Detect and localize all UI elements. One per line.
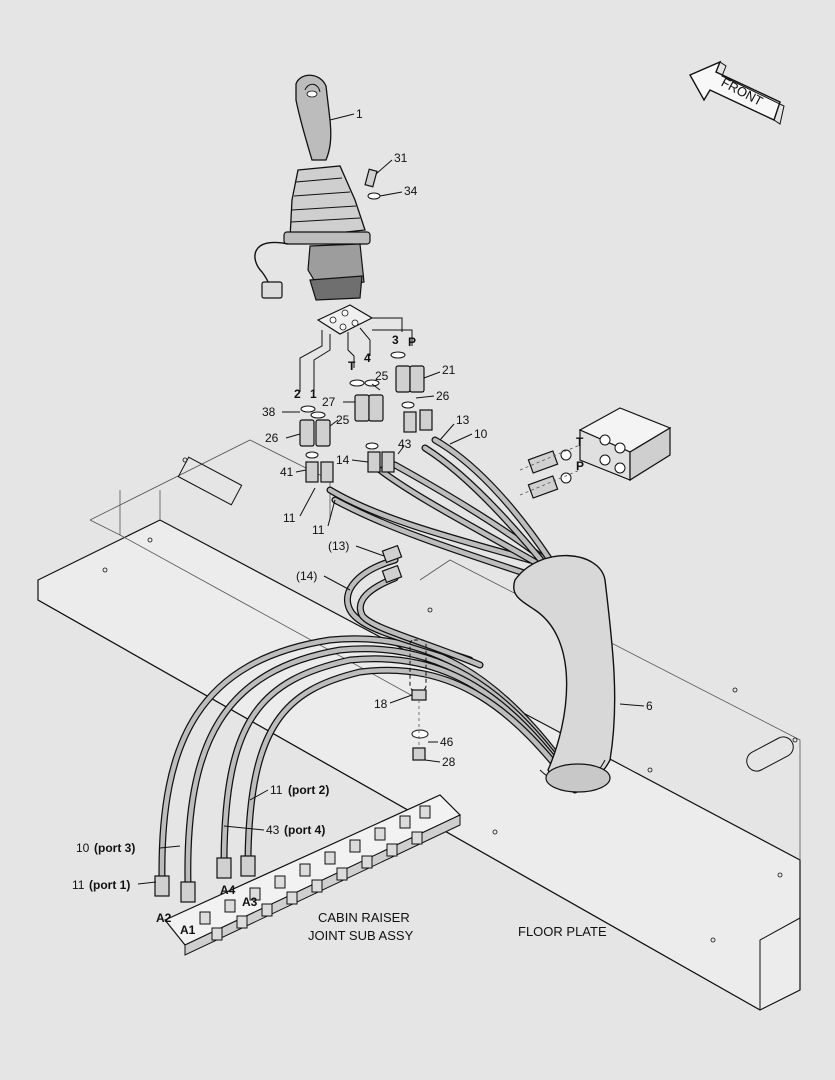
label-port-2: 2: [294, 387, 301, 401]
port-plate: [299, 304, 413, 392]
leader-lines: [137, 113, 645, 885]
label-28: 28: [442, 755, 456, 769]
label-26-right: 26: [436, 389, 450, 403]
hose-bundle-lower: [154, 635, 579, 903]
label-38: 38: [262, 405, 276, 419]
label-valve-P: P: [576, 459, 584, 473]
cabin-raiser-joint: [164, 794, 462, 956]
label-A2: A2: [156, 911, 172, 925]
label-43-port4: 43: [266, 823, 280, 837]
label-18: 18: [374, 697, 388, 711]
label-14: 14: [336, 453, 350, 467]
label-21: 21: [442, 363, 456, 377]
label-10: 10: [474, 427, 488, 441]
label-41: 41: [280, 465, 294, 479]
label-A4: A4: [220, 883, 236, 897]
label-11-port1: 11: [72, 878, 85, 892]
label-port-P: P: [408, 335, 416, 349]
label-25-lower: 25: [336, 413, 350, 427]
label-11-b: 11: [312, 523, 325, 537]
label-A3: A3: [242, 895, 258, 909]
label-13-ref: (13): [328, 539, 349, 553]
front-arrow: FRONT: [689, 60, 785, 125]
label-14-ref: (14): [296, 569, 317, 583]
label-11-a: 11: [283, 511, 296, 525]
control-valve-block: [519, 407, 672, 499]
valve-fittings: [299, 351, 433, 483]
protective-sleeve: [513, 554, 616, 793]
label-26-left: 26: [265, 431, 279, 445]
label-27: 27: [322, 395, 336, 409]
label-port4-text: (port 4): [284, 823, 325, 837]
label-13: 13: [456, 413, 470, 427]
joystick: [254, 74, 371, 301]
label-10-port3: 10: [76, 841, 90, 855]
label-25-upper: 25: [375, 369, 389, 383]
label-port-3: 3: [392, 333, 399, 347]
label-11-port2: 11: [270, 783, 283, 797]
label-cabin-raiser: CABIN RAISER: [318, 910, 410, 925]
label-floor-plate: FLOOR PLATE: [518, 924, 607, 939]
label-port2-text: (port 2): [288, 783, 329, 797]
label-6: 6: [646, 699, 653, 713]
label-port3-text: (port 3): [94, 841, 135, 855]
hose-bundle-upper: [326, 436, 554, 669]
label-port-4: 4: [364, 351, 371, 365]
floor-plate: [37, 439, 801, 1011]
part-labels: 1 31 34 2 1 T 4 3 P 25 21 38 27 26 25 26…: [72, 107, 653, 943]
bolt-and-washer: [364, 168, 381, 200]
label-port-1: 1: [310, 387, 317, 401]
label-valve-T: T: [576, 435, 584, 449]
label-43-upper: 43: [398, 437, 412, 451]
label-port1-text: (port 1): [89, 878, 130, 892]
label-1: 1: [356, 107, 363, 121]
label-46: 46: [440, 735, 454, 749]
label-34: 34: [404, 184, 418, 198]
label-A1: A1: [180, 923, 196, 937]
label-31: 31: [394, 151, 408, 165]
label-joint-sub-assy: JOINT SUB ASSY: [308, 928, 414, 943]
label-port-T: T: [348, 359, 356, 373]
